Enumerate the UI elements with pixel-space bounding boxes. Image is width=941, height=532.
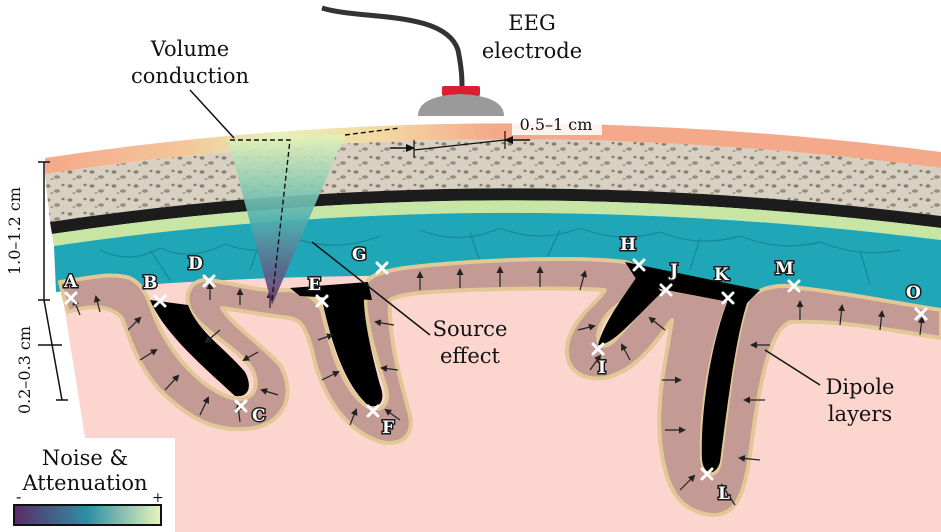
colorbar-max-label: + — [152, 490, 164, 506]
scalp-thickness-label: 1.0–1.2 cm — [5, 187, 24, 275]
svg-text:K: K — [714, 265, 730, 285]
svg-text:E: E — [308, 275, 321, 295]
svg-text:F: F — [382, 418, 394, 438]
volume-label-line1: Volume — [150, 37, 229, 61]
svg-text:M: M — [775, 259, 794, 279]
svg-text:H: H — [620, 235, 636, 255]
dipole-label-line1: Dipole — [826, 375, 895, 399]
electrode-dim-label: 0.5–1 cm — [520, 115, 593, 134]
svg-text:B: B — [143, 273, 157, 293]
svg-text:A: A — [63, 272, 78, 292]
source-label-line1: Source — [433, 317, 508, 341]
eeg-label-line1: EEG — [508, 11, 555, 35]
eeg-electrode — [322, 8, 504, 116]
svg-text:D: D — [188, 254, 203, 274]
svg-text:I: I — [598, 358, 606, 378]
svg-text:J: J — [668, 261, 678, 281]
colorbar-min-label: - — [16, 487, 21, 506]
svg-text:O: O — [906, 283, 921, 303]
volume-leader-line — [190, 90, 234, 138]
svg-text:C: C — [252, 406, 266, 426]
noise-label-line2: Attenuation — [22, 471, 148, 495]
eeg-label-line2: electrode — [482, 39, 582, 63]
source-label-line2: effect — [440, 344, 501, 368]
colorbar — [14, 505, 161, 525]
noise-label-line1: Noise & — [42, 446, 128, 470]
volume-label-line2: conduction — [131, 64, 249, 88]
cortex-thickness-label: 0.2–0.3 cm — [15, 326, 34, 414]
svg-text:G: G — [352, 245, 367, 265]
electrode-body — [418, 94, 504, 116]
svg-text:L: L — [718, 484, 730, 504]
dipole-label-line2: layers — [828, 402, 892, 426]
